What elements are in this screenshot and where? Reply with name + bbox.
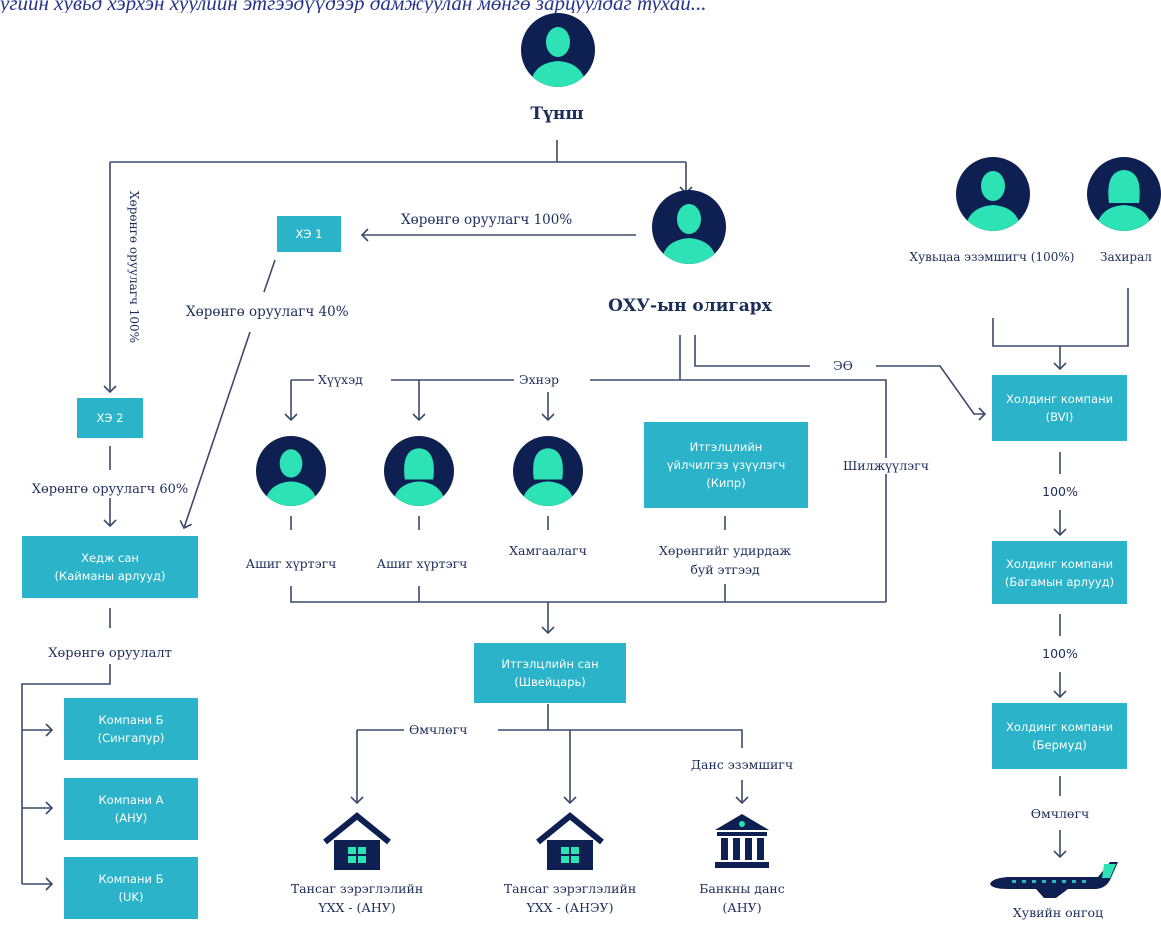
trust-fund-box: Итгэлцлийн сан (Швейцарь)	[474, 643, 626, 703]
investor-40-label: Хөрөнгө оруулагч 40%	[186, 304, 349, 320]
company-a-us-line-2: (АНУ)	[114, 811, 148, 825]
asset-manager-label: Хөрөнгийг удирдаж буй этгээд	[659, 541, 791, 579]
company-b-uk-line-1: Компани Б	[98, 872, 164, 886]
holding-bvi-box: Холдинг компани (BVI)	[992, 375, 1127, 441]
holding-bvi-line-2: (BVI)	[1045, 410, 1074, 424]
house-uae-icon	[536, 812, 604, 870]
partner-avatar-icon	[521, 13, 595, 87]
trust-service-line-3: (Кипр)	[706, 476, 746, 490]
owner-label: Өмчлөгч	[409, 722, 468, 738]
pct-100-a-label: 100%	[1042, 484, 1078, 500]
holding-bermuda-line-1: Холдинг компани	[1005, 720, 1114, 734]
bank-account-line-1: Банкны данс	[699, 881, 785, 896]
bank-account-line-2: (АНУ)	[722, 900, 762, 915]
director-avatar-icon	[1087, 157, 1161, 231]
investor-100-vertical-label: Хөрөнгө оруулагч 100%	[127, 190, 141, 344]
investment-label: Хөрөнгө оруулалт	[48, 646, 172, 662]
ch2-box: ХЭ 2	[77, 398, 143, 438]
children-label: Хүүхэд	[318, 372, 363, 388]
holding-bahamas-box: Холдинг компани (Багамын арлууд)	[992, 541, 1127, 604]
private-jet-label: Хувийн онгоц	[1012, 905, 1104, 920]
company-b-uk-line-2: (UK)	[118, 890, 144, 904]
company-b-sg-box: Компани Б (Сингапур)	[64, 698, 198, 760]
shareholder-label: Хувьцаа эзэмшигч (100%)	[909, 250, 1075, 264]
ch1-box: ХЭ 1	[277, 216, 341, 252]
oligarch-avatar-icon	[652, 190, 726, 264]
shareholder-avatar-icon	[956, 157, 1030, 231]
ubo-label: ЭӨ	[833, 358, 853, 374]
oligarch-title: ОХУ-ын олигарх	[608, 296, 772, 316]
holding-bahamas-line-2: (Багамын арлууд)	[1004, 574, 1115, 589]
company-a-us-line-1: Компани А	[98, 793, 164, 807]
trust-service-line-2: үйлчилгээ үзүүлэгч	[666, 458, 786, 472]
bank-icon	[715, 814, 769, 868]
holding-bermuda-line-2: (Бермуд)	[1032, 738, 1087, 752]
transferor-label: Шилжүүлэгч	[843, 458, 929, 474]
top-caption: угийн хувьд хэрхэн хуулийн этгээдүүдээр …	[0, 0, 707, 13]
trust-service-box: Итгэлцлийн үйлчилгээ үзүүлэгч (Кипр)	[644, 422, 808, 508]
beneficiary-2-avatar-icon	[384, 436, 454, 506]
trust-fund-line-1: Итгэлцлийн сан	[501, 657, 599, 671]
company-b-uk-box: Компани Б (UK)	[64, 857, 198, 919]
company-b-sg-line-1: Компани Б	[98, 713, 164, 727]
hedge-fund-line-1: Хедж сан	[81, 551, 139, 565]
private-jet-icon	[990, 862, 1118, 898]
mansion-uae-label: Тансаг зэрэглэлийн ҮХХ - (АНЭУ)	[504, 879, 636, 917]
asset-manager-line-1: Хөрөнгийг удирдаж	[658, 543, 792, 558]
mansion-us-label: Тансаг зэрэглэлийн ҮХХ - (АНУ)	[291, 879, 423, 917]
bank-account-label: Банкны данс (АНУ)	[699, 879, 785, 917]
investor-100-label: Хөрөнгө оруулагч 100%	[401, 212, 573, 228]
trust-fund-line-2: (Швейцарь)	[514, 675, 586, 689]
trust-service-line-1: Итгэлцлийн	[689, 440, 763, 454]
mansion-us-line-1: Тансаг зэрэглэлийн	[290, 881, 424, 896]
mansion-uae-line-1: Тансаг зэрэглэлийн	[503, 881, 637, 896]
holding-bermuda-box: Холдинг компани (Бермуд)	[992, 703, 1127, 769]
protector-label: Хамгаалагч	[509, 543, 587, 558]
hedge-fund-line-2: (Кайманы арлууд)	[54, 569, 166, 583]
mansion-uae-line-2: ҮХХ - (АНЭУ)	[526, 900, 614, 915]
company-a-us-box: Компани А (АНУ)	[64, 778, 198, 840]
holding-bahamas-line-1: Холдинг компани	[1005, 556, 1114, 571]
hedge-fund-box: Хедж сан (Кайманы арлууд)	[22, 536, 198, 598]
beneficiary-1-avatar-icon	[256, 436, 326, 506]
ch1-box-label: ХЭ 1	[295, 227, 323, 241]
investor-60-label: Хөрөнгө оруулагч 60%	[31, 482, 189, 498]
owner-jet-label: Өмчлөгч	[1030, 806, 1090, 822]
director-label: Захирал	[1100, 250, 1152, 264]
house-us-icon	[323, 812, 391, 870]
company-b-sg-line-2: (Сингапур)	[97, 731, 165, 745]
wife-label: Эхнэр	[519, 372, 559, 388]
mansion-us-line-2: ҮХХ - (АНУ)	[318, 900, 396, 915]
beneficiary-1-label: Ашиг хүртэгч	[245, 556, 337, 571]
ch2-box-label: ХЭ 2	[96, 411, 124, 425]
protector-avatar-icon	[513, 436, 583, 506]
beneficiary-2-label: Ашиг хүртэгч	[376, 556, 468, 571]
asset-manager-line-2: буй этгээд	[690, 562, 760, 577]
partner-title: Түнш	[530, 104, 584, 124]
pct-100-b-label: 100%	[1042, 646, 1078, 662]
holding-bvi-line-1: Холдинг компани	[1005, 392, 1114, 406]
account-holder-label: Данс эзэмшигч	[690, 757, 794, 773]
